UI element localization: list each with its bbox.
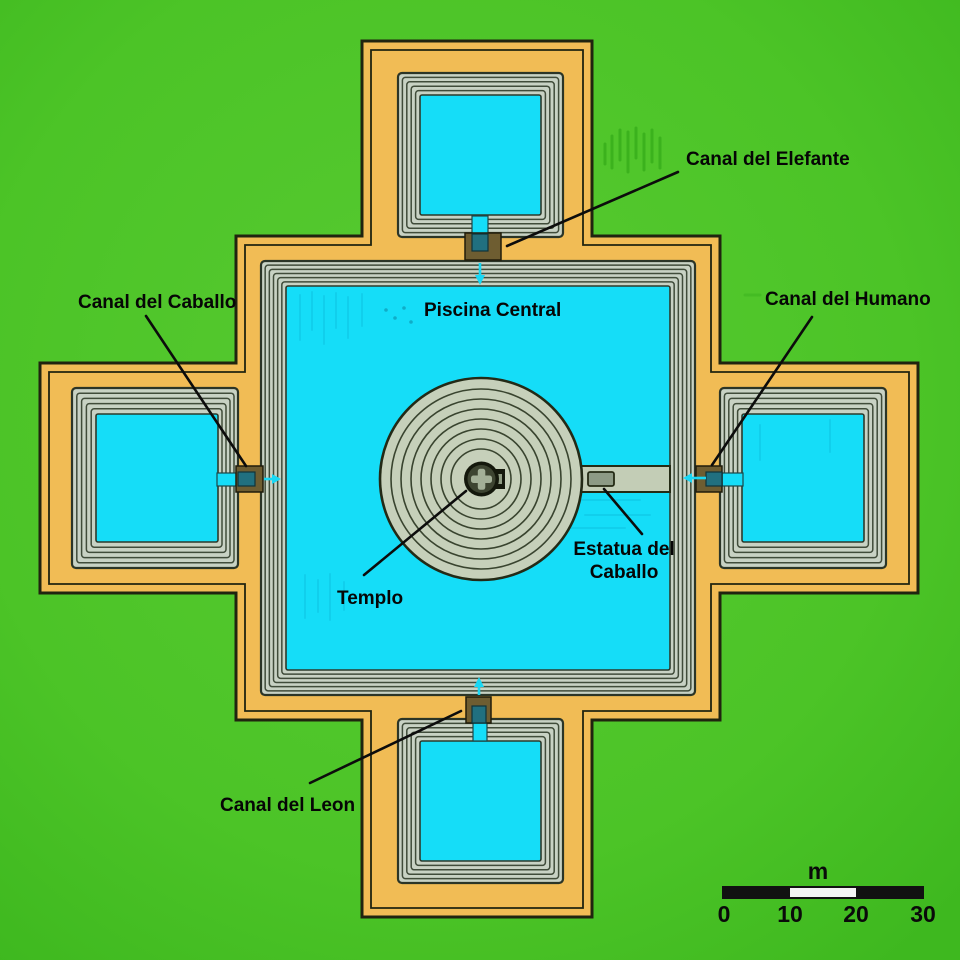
- horse-statue: [587, 471, 615, 487]
- water-streak-artifacts: [299, 291, 831, 621]
- scale-segment-3: [856, 887, 923, 898]
- label-canal-elefante: Canal del Elefante: [686, 149, 850, 170]
- scale-segment-1: [723, 887, 790, 898]
- leader-estatua: [602, 487, 644, 536]
- label-estatua-line2: Caballo: [590, 562, 659, 583]
- leader-templo: [362, 489, 468, 577]
- leader-canal-caballo: [144, 314, 248, 468]
- grass-smudge-artifacts: [603, 126, 882, 302]
- sluice-gate: [471, 705, 487, 724]
- label-templo: Templo: [337, 588, 403, 609]
- canal-elefante-connector: [464, 215, 502, 285]
- canal-humano-connector: [683, 465, 744, 493]
- east-terrace: [718, 386, 888, 570]
- label-piscina-central: Piscina Central: [424, 300, 561, 321]
- scale-tick-20: 20: [843, 901, 869, 927]
- flow-arrow-left: [683, 473, 692, 483]
- leader-canal-elefante: [505, 170, 680, 248]
- label-canal-humano: Canal del Humano: [765, 289, 931, 310]
- cross-inner-outline: [48, 49, 910, 909]
- leader-canal-humano: [710, 315, 814, 467]
- canal-leon-connector: [465, 677, 492, 742]
- scale-tick-10: 10: [777, 901, 803, 927]
- west-pool: [95, 413, 219, 543]
- sluice-gate: [237, 471, 256, 487]
- flow-arrow-right: [272, 474, 281, 484]
- label-canal-leon: Canal del Leon: [220, 795, 355, 816]
- temple-complex: [378, 376, 671, 582]
- label-estatua-line1: Estatua del: [573, 539, 674, 560]
- canal-caballo-connector: [216, 465, 281, 493]
- scale-tick-30: 30: [910, 901, 936, 927]
- sluice-gate: [705, 471, 723, 487]
- south-pool: [419, 740, 542, 862]
- leader-canal-leon: [308, 709, 463, 785]
- flow-arrow-down: [475, 275, 485, 285]
- scale-bar: m 0 10 20 30: [718, 858, 936, 927]
- west-terrace: [70, 386, 240, 570]
- south-terrace: [396, 717, 565, 885]
- label-canal-caballo: Canal del Caballo: [78, 292, 236, 313]
- water-dot-artifacts: [384, 306, 413, 324]
- sluice-gate: [471, 233, 489, 252]
- scale-tick-0: 0: [718, 901, 731, 927]
- scale-unit: m: [808, 858, 828, 884]
- north-pool: [419, 94, 542, 216]
- north-terrace: [396, 71, 565, 239]
- flow-arrow-up: [474, 677, 484, 687]
- temple-mound-rings: [390, 388, 572, 570]
